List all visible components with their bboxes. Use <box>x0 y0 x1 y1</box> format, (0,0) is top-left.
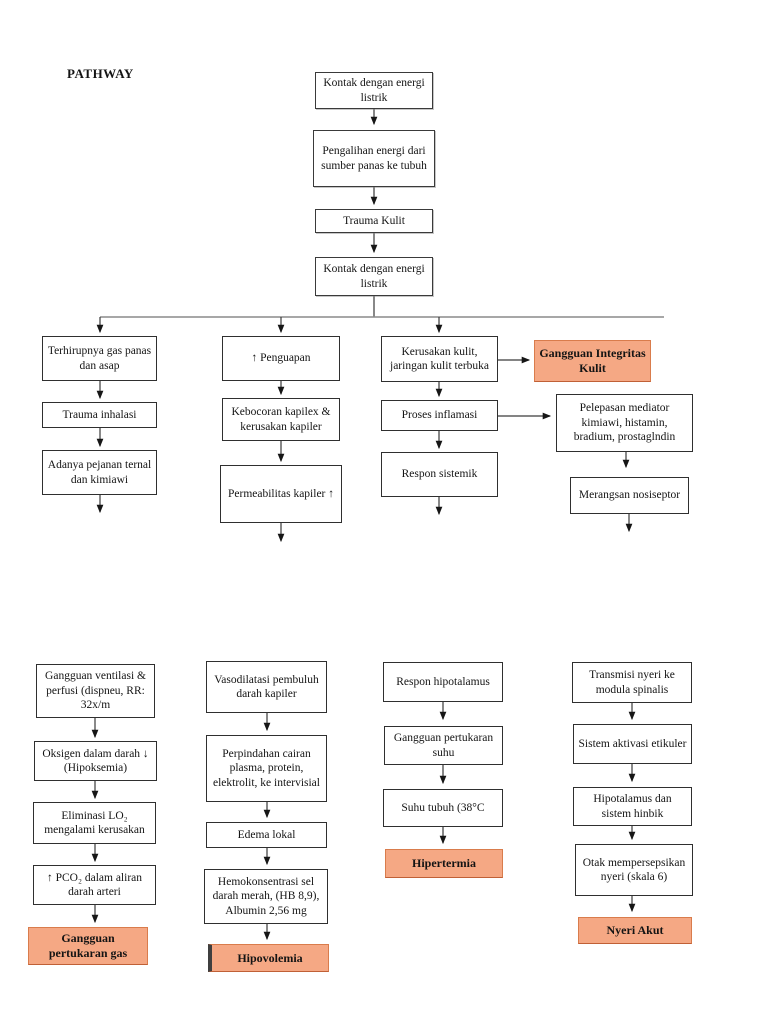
diagnosis-nyeri-akut: Nyeri Akut <box>578 917 692 944</box>
node-transmisi-nyeri: Transmisi nyeri ke modula spinalis <box>572 662 692 703</box>
node-trauma-inhalasi: Trauma inhalasi <box>42 402 157 428</box>
node-hipotalamus-sistem: Hipotalamus dan sistem hinbik <box>573 787 692 826</box>
node-kontak-energi-listrik-1: Kontak dengan energi listrik <box>315 72 433 109</box>
node-hemokonsentrasi: Hemokonsentrasi sel darah merah, (HB 8,9… <box>204 869 328 924</box>
node-pengalihan-energi: Pengalihan energi dari sumber panas ke t… <box>313 130 435 187</box>
diagnosis-hipovolemia: Hipovolemia <box>208 944 329 972</box>
node-kontak-energi-listrik-2: Kontak dengan energi listrik <box>315 257 433 296</box>
node-proses-inflamasi: Proses inflamasi <box>381 400 498 431</box>
node-penguapan: ↑ Penguapan <box>222 336 340 381</box>
node-kerusakan-kulit: Kerusakan kulit, jaringan kulit terbuka <box>381 336 498 382</box>
diagnosis-hipertermia: Hipertermia <box>385 849 503 878</box>
node-vasodilatasi: Vasodilatasi pembuluh darah kapiler <box>206 661 327 713</box>
node-oksigen-dalam-darah: Oksigen dalam darah ↓ (Hipoksemia) <box>34 741 157 781</box>
node-terhirupnya-gas: Terhirupnya gas panas dan asap <box>42 336 157 381</box>
node-respon-sistemik: Respon sistemik <box>381 452 498 497</box>
diagnosis-gangguan-integritas-kulit: Gangguan Integritas Kulit <box>534 340 651 382</box>
node-suhu-tubuh: Suhu tubuh (38°C <box>383 789 503 827</box>
node-perpindahan-cairan: Perpindahan cairan plasma, protein, elek… <box>206 735 327 802</box>
node-otak-mempersepsikan: Otak mempersepsikan nyeri (skala 6) <box>575 844 693 896</box>
node-gangguan-ventilasi: Gangguan ventilasi & perfusi (dispneu, R… <box>36 664 155 718</box>
node-trauma-kulit: Trauma Kulit <box>315 209 433 233</box>
diagnosis-gangguan-pertukaran-gas: Gangguan pertukaran gas <box>28 927 148 965</box>
node-kebocoran-kapiler: Kebocoran kapilex & kerusakan kapiler <box>222 398 340 441</box>
node-edema-lokal: Edema lokal <box>206 822 327 848</box>
node-permeabilitas-kapiler: Permeabilitas kapiler ↑ <box>220 465 342 523</box>
node-pejanan-ternal-kimiawi: Adanya pejanan ternal dan kimiawi <box>42 450 157 495</box>
node-pco2-darah-arteri: ↑ PCO₂ dalam aliran darah arteri <box>33 865 156 905</box>
node-gangguan-pertukaran-suhu: Gangguan pertukaran suhu <box>384 726 503 765</box>
node-merangsan-nosiseptor: Merangsan nosiseptor <box>570 477 689 514</box>
node-respon-hipotalamus: Respon hipotalamus <box>383 662 503 702</box>
node-eliminasi-lo2: Eliminasi LO₂ mengalami kerusakan <box>33 802 156 844</box>
page-title: PATHWAY <box>67 66 134 81</box>
node-sistem-aktivasi: Sistem aktivasi etikuler <box>573 724 692 764</box>
node-pelepasan-mediator: Pelepasan mediator kimiawi, histamin, br… <box>556 394 693 452</box>
